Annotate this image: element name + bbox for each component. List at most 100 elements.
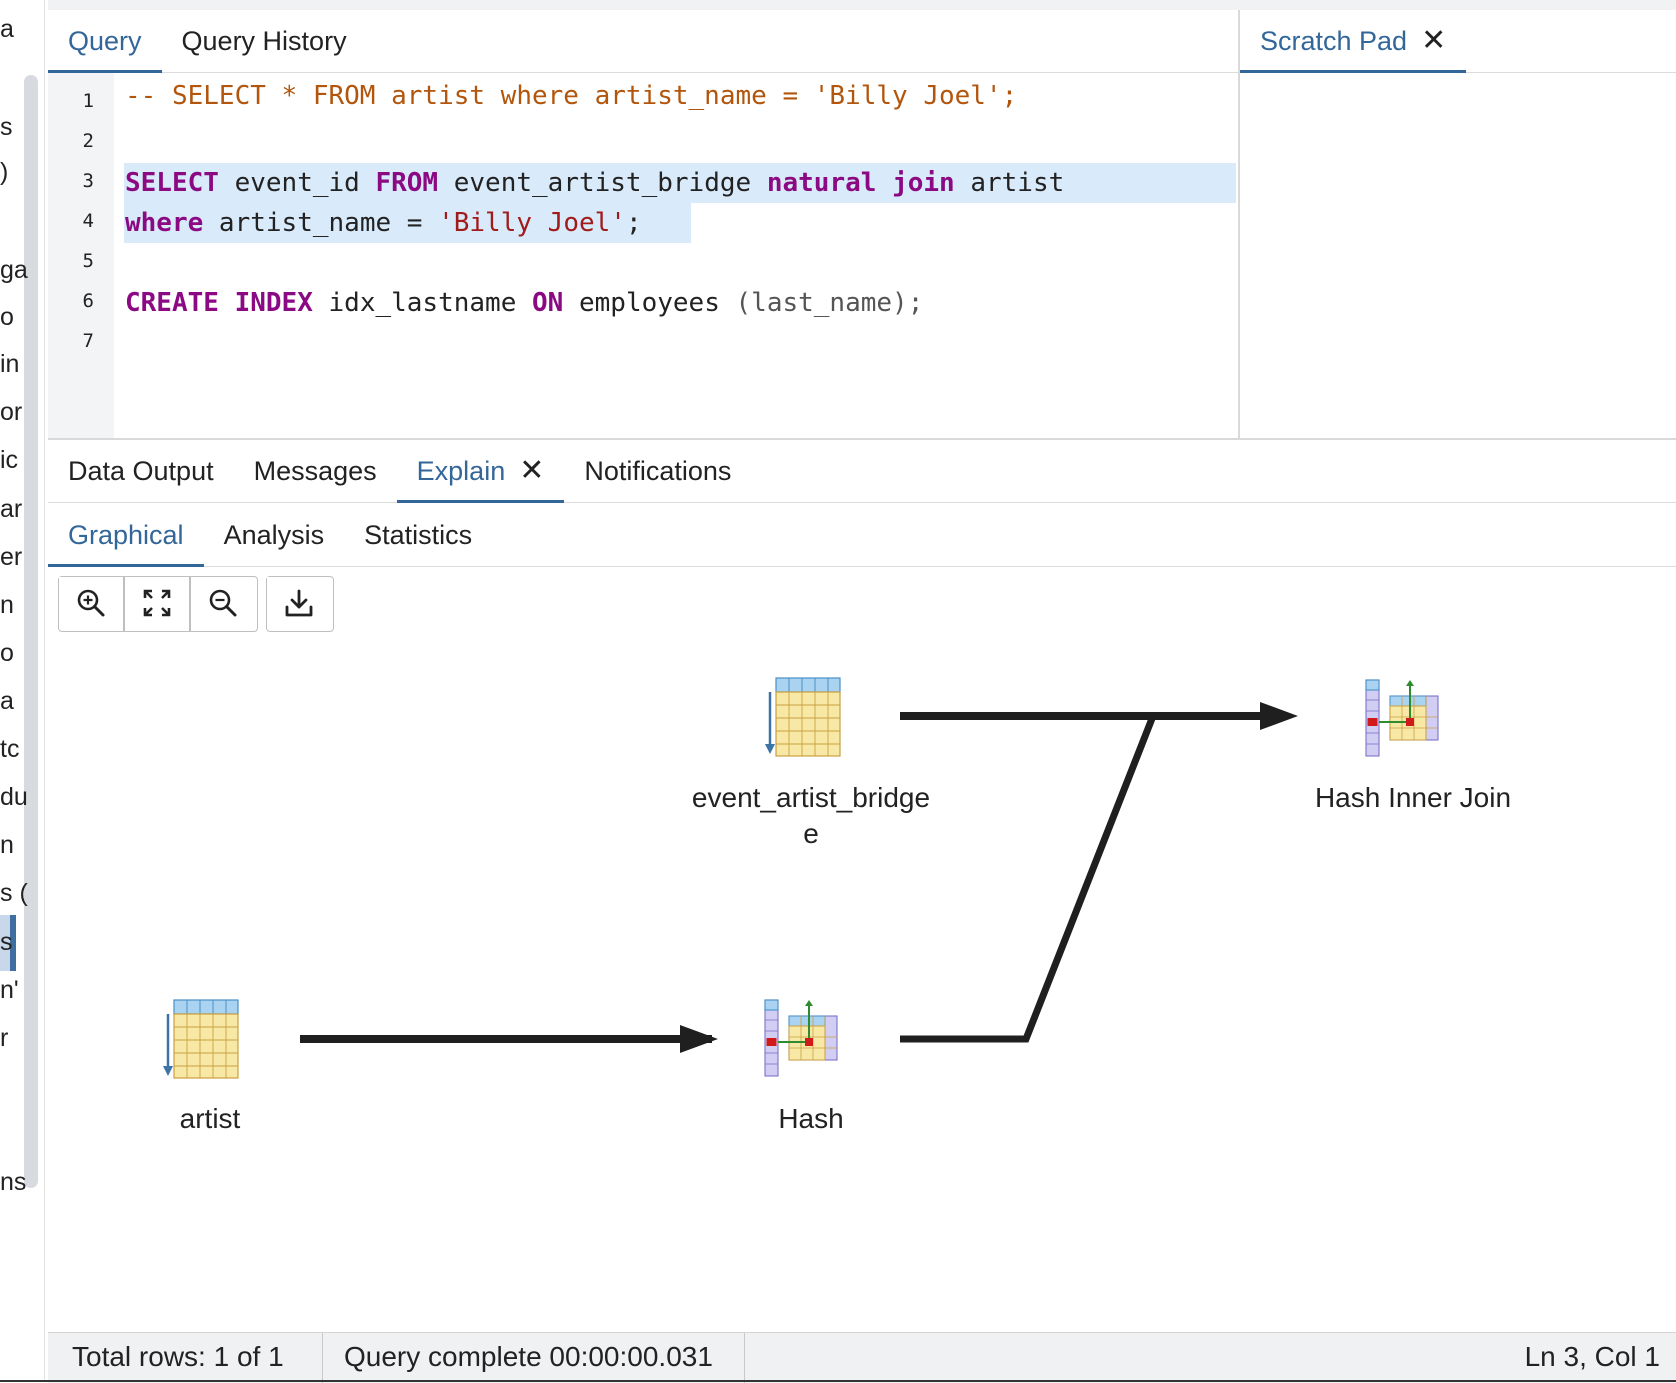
explain-subtabbar: Graphical Analysis Statistics bbox=[48, 504, 1676, 567]
seq-scan-icon bbox=[765, 677, 841, 757]
hash-join-icon bbox=[1365, 679, 1439, 757]
plan-node-hash-inner-join[interactable]: Hash Inner Join bbox=[1314, 782, 1512, 813]
toolbar-divider bbox=[123, 576, 125, 632]
tab-messages[interactable]: Messages bbox=[234, 440, 397, 502]
tree-item-fragment[interactable]: er bbox=[0, 543, 23, 571]
sql-text: artist bbox=[954, 168, 1065, 198]
tab-query[interactable]: Query bbox=[48, 10, 162, 73]
left-selected-indicator bbox=[10, 915, 16, 971]
zoom-to-fit-icon bbox=[143, 589, 170, 617]
sql-text: artist_name = bbox=[203, 208, 439, 238]
sql-text: idx_lastname bbox=[312, 288, 533, 318]
tab-statistics[interactable]: Statistics bbox=[344, 504, 492, 566]
sql-string: 'Billy Joel' bbox=[438, 208, 626, 238]
tree-item-fragment[interactable]: s bbox=[0, 113, 13, 141]
tree-item-fragment[interactable]: o bbox=[0, 639, 14, 667]
tree-item-fragment[interactable]: o bbox=[0, 303, 14, 331]
code-line-1: -- SELECT * FROM artist where artist_nam… bbox=[125, 81, 1017, 112]
tree-item-fragment[interactable]: n bbox=[0, 831, 14, 859]
tab-explain-label: Explain bbox=[416, 455, 506, 486]
tree-item-fragment[interactable]: in bbox=[0, 350, 20, 378]
tree-item-fragment[interactable]: ic bbox=[0, 446, 19, 474]
explain-plan-graph bbox=[163, 677, 1439, 1079]
status-divider bbox=[744, 1333, 745, 1383]
download-button[interactable] bbox=[267, 577, 330, 629]
zoom-in-icon bbox=[77, 589, 104, 617]
line-number: 6 bbox=[82, 290, 94, 312]
status-divider bbox=[322, 1333, 323, 1383]
line-number-gutter: 1 2 3 4 5 6 7 bbox=[48, 73, 114, 440]
left-scrollbar[interactable] bbox=[24, 75, 38, 1188]
close-icon[interactable]: ✕ bbox=[1421, 24, 1447, 57]
tab-data-output[interactable]: Data Output bbox=[48, 440, 234, 502]
tab-query-history-label: Query History bbox=[181, 25, 347, 56]
zoom-out-button[interactable] bbox=[191, 577, 254, 629]
tab-data-output-label: Data Output bbox=[68, 455, 214, 486]
tree-item-fragment[interactable]: s bbox=[0, 928, 13, 956]
query-complete-status: Query complete 00:00:00.031 bbox=[344, 1341, 713, 1372]
sql-keyword: join bbox=[892, 168, 955, 198]
sql-text: employees bbox=[563, 288, 736, 318]
tree-item-fragment[interactable]: tc bbox=[0, 735, 20, 763]
plan-edge bbox=[900, 714, 1157, 1043]
zoom-button-group bbox=[58, 576, 258, 632]
tree-item-fragment[interactable]: a bbox=[0, 15, 14, 43]
scratch-tabbar: Scratch Pad ✕ bbox=[1240, 10, 1676, 73]
horizontal-splitter[interactable] bbox=[48, 438, 1676, 440]
close-icon[interactable]: ✕ bbox=[519, 454, 545, 487]
tree-item-fragment[interactable]: r bbox=[0, 1024, 9, 1052]
vertical-splitter[interactable] bbox=[1238, 10, 1240, 440]
line-number: 2 bbox=[82, 130, 94, 152]
object-explorer-panel: a s ) ga o in or ic ar er n o a tc du n … bbox=[0, 0, 45, 1382]
total-rows-status: Total rows: 1 of 1 bbox=[72, 1341, 284, 1372]
tree-item-fragment[interactable]: n' bbox=[0, 976, 19, 1004]
tab-graphical[interactable]: Graphical bbox=[48, 504, 204, 567]
code-line-3: SELECT event_id FROM event_artist_bridge… bbox=[125, 168, 1064, 199]
sql-keyword: INDEX bbox=[234, 288, 313, 318]
tree-item-fragment[interactable]: ) bbox=[0, 158, 9, 186]
result-tabbar: Data Output Messages Explain ✕ Notificat… bbox=[48, 440, 1676, 503]
code-line-4: where artist_name = 'Billy Joel'; bbox=[125, 208, 642, 239]
tree-item-fragment[interactable]: or bbox=[0, 398, 23, 426]
tree-item-fragment[interactable]: du bbox=[0, 783, 28, 811]
sql-editor[interactable]: 1 2 3 4 5 6 7 -- SELECT * FROM artist wh… bbox=[48, 73, 1238, 440]
sql-text: event_artist_bridge bbox=[438, 168, 767, 198]
sql-keyword: FROM bbox=[375, 168, 439, 198]
tab-statistics-label: Statistics bbox=[364, 519, 473, 550]
zoom-to-fit-button[interactable] bbox=[125, 577, 188, 629]
tab-analysis-label: Analysis bbox=[223, 519, 325, 550]
tree-item-fragment[interactable]: ns bbox=[0, 1168, 27, 1196]
tab-explain[interactable]: Explain ✕ bbox=[396, 440, 565, 503]
cursor-position-status: Ln 3, Col 1 bbox=[1524, 1341, 1660, 1372]
tree-item-fragment[interactable]: s ( bbox=[0, 879, 28, 907]
tab-query-history[interactable]: Query History bbox=[162, 10, 367, 72]
seq-scan-icon bbox=[163, 999, 239, 1079]
selection-highlight bbox=[124, 203, 691, 243]
sql-keyword: ON bbox=[532, 288, 564, 318]
tab-scratch-pad[interactable]: Scratch Pad ✕ bbox=[1240, 10, 1467, 73]
status-bar: Total rows: 1 of 1 Query complete 00:00:… bbox=[48, 1332, 1676, 1383]
sql-keyword: SELECT bbox=[125, 168, 219, 198]
window-bottom-border bbox=[0, 1380, 1676, 1382]
tab-analysis[interactable]: Analysis bbox=[204, 504, 345, 566]
plan-node-hash[interactable]: Hash bbox=[778, 1103, 844, 1134]
plan-edge bbox=[300, 1025, 718, 1053]
plan-edge bbox=[900, 702, 1298, 730]
tree-item-fragment[interactable]: a bbox=[0, 687, 14, 715]
tree-item-fragment[interactable]: n bbox=[0, 591, 14, 619]
line-number: 1 bbox=[82, 90, 94, 112]
line-number: 7 bbox=[82, 330, 94, 352]
tab-notifications[interactable]: Notifications bbox=[564, 440, 751, 502]
tab-messages-label: Messages bbox=[253, 455, 377, 486]
plan-node-artist[interactable]: artist bbox=[179, 1103, 241, 1134]
sql-keyword: natural bbox=[766, 168, 877, 198]
sql-text: ; bbox=[625, 208, 642, 238]
zoom-out-icon bbox=[209, 589, 236, 617]
line-number: 4 bbox=[82, 210, 94, 232]
toolbar-divider bbox=[189, 576, 191, 632]
plan-node-event-artist-bridge[interactable]: event_artist_bridge e bbox=[691, 782, 931, 850]
tree-item-fragment[interactable]: ga bbox=[0, 256, 28, 284]
zoom-in-button[interactable] bbox=[59, 577, 122, 629]
code-line-6: CREATE INDEX idx_lastname ON employees (… bbox=[125, 288, 923, 319]
tree-item-fragment[interactable]: ar bbox=[0, 495, 23, 523]
